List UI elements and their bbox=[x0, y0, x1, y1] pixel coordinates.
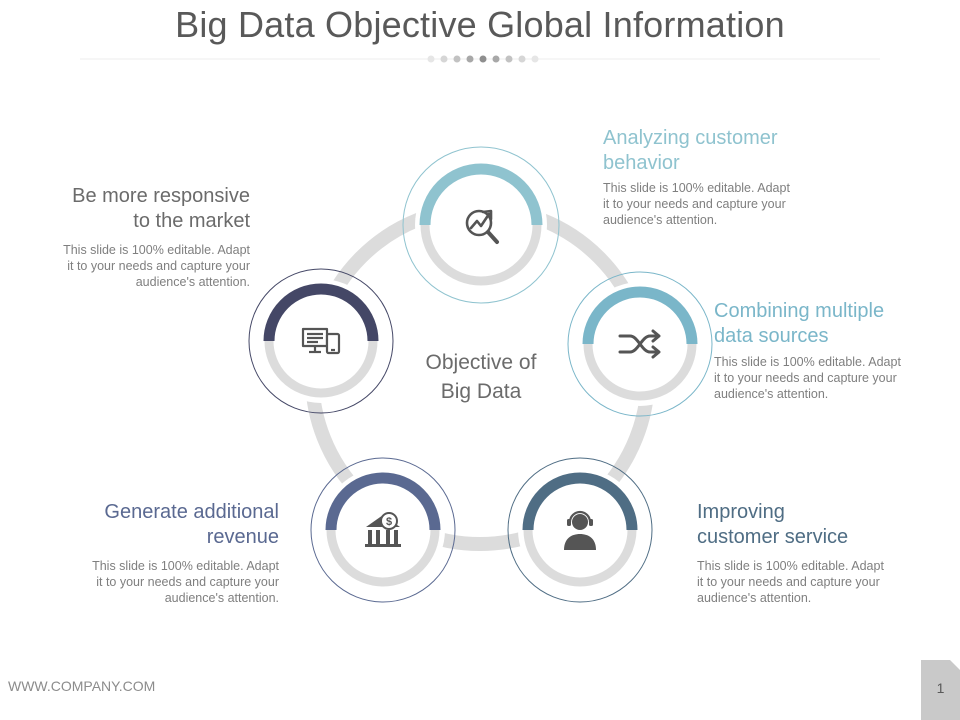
node-color-arc bbox=[522, 472, 638, 531]
node-generate-additional-revenue: $ bbox=[310, 457, 456, 603]
node-gray-arc bbox=[264, 340, 378, 398]
node-face bbox=[321, 468, 445, 592]
node-color-arc bbox=[419, 163, 543, 226]
node-face bbox=[259, 279, 383, 403]
node-outer-ring bbox=[567, 271, 713, 417]
analytics-magnifier-icon bbox=[465, 209, 499, 244]
svg-text:$: $ bbox=[386, 516, 392, 528]
node-outer-ring bbox=[310, 457, 456, 603]
customer-support-icon bbox=[564, 510, 596, 550]
node-analyzing-customer-behavior bbox=[402, 146, 560, 304]
node-gray-arc bbox=[420, 224, 542, 286]
node-gray-arc bbox=[326, 529, 440, 587]
page-fold bbox=[950, 660, 960, 670]
devices-icon bbox=[301, 327, 341, 355]
node-color-arc bbox=[325, 472, 441, 531]
shuffle-icon bbox=[618, 329, 661, 359]
divider-dots bbox=[427, 55, 539, 63]
bank-dollar-icon: $ bbox=[365, 512, 401, 547]
page-number: 1 bbox=[936, 680, 945, 696]
node-outer-ring bbox=[507, 457, 653, 603]
node-gray-arc bbox=[523, 529, 637, 587]
node-gray-arc bbox=[583, 343, 697, 401]
page-number-tab: 1 bbox=[921, 660, 960, 720]
page-title: Big Data Objective Global Information bbox=[175, 4, 785, 45]
footer-url: WWW.COMPANY.COM bbox=[8, 678, 156, 694]
node-improving-customer-service bbox=[507, 457, 653, 603]
node-color-arc bbox=[582, 286, 698, 345]
center-label: Objective of Big Data bbox=[425, 351, 537, 403]
node-outer-ring bbox=[402, 146, 560, 304]
node-combining-multiple-data-sources bbox=[567, 271, 713, 417]
node-be-more-responsive bbox=[248, 268, 394, 414]
node-outer-ring bbox=[248, 268, 394, 414]
node-color-arc bbox=[263, 283, 379, 342]
